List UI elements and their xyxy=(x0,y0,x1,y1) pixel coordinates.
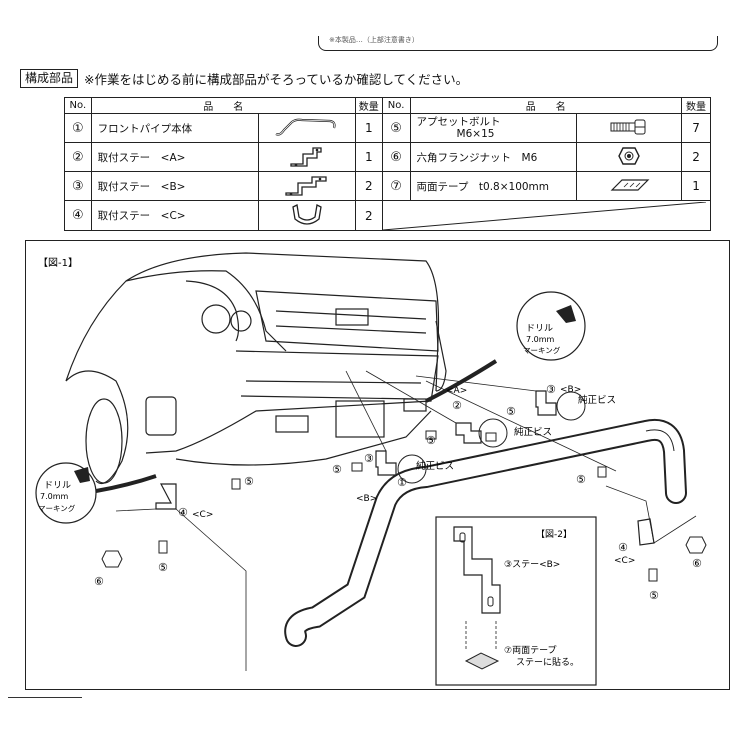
label-c-left: <C> xyxy=(192,510,213,520)
callout-5-b: ⑤ xyxy=(426,434,436,447)
row-name: フロントパイプ本体 xyxy=(90,113,259,143)
row-no: ⑤ xyxy=(381,113,411,143)
row-name: 取付ステー <A> xyxy=(90,142,259,172)
leader-lines xyxy=(115,370,697,671)
stay-b-icon xyxy=(257,171,356,201)
genuine-screw-1: 純正ビス xyxy=(578,394,616,406)
drill-text-left: ドリル xyxy=(44,481,71,491)
col-no-2: No. xyxy=(381,97,411,114)
callout-2: ② xyxy=(452,399,462,412)
callout-1: ① xyxy=(397,476,407,489)
stay-c-icon xyxy=(257,200,356,231)
row-no: ⑦ xyxy=(381,171,411,201)
drill-mark-left: マーキング xyxy=(38,503,76,513)
row-name: 取付ステー <C> xyxy=(90,200,259,231)
car-rear-outline xyxy=(65,252,447,485)
row-qty: 1 xyxy=(681,171,711,201)
figure-2-tape-label-1: ⑦両面テープ xyxy=(504,645,557,656)
label-c-right: <C> xyxy=(614,556,635,566)
empty-cell xyxy=(381,200,712,231)
row-name: 六角フランジナット M6 xyxy=(409,142,578,172)
callout-5-f: ⑤ xyxy=(576,473,586,486)
drill-callout-right: ドリル 7.0mm マーキング xyxy=(425,291,586,403)
fasteners-drawing xyxy=(101,391,707,582)
parts-table: No. 品 名 数量 No. 品 名 数量 ① フロントパイプ本体 1 ⑤ アプ… xyxy=(64,97,712,231)
callout-5-d: ⑤ xyxy=(244,475,254,488)
callout-5-c: ⑤ xyxy=(332,463,342,476)
row-name: 取付ステー <B> xyxy=(90,171,259,201)
bolt-icon xyxy=(576,113,683,143)
row-no: ⑥ xyxy=(381,142,411,172)
label-a: <A> xyxy=(446,386,467,396)
figure-1-box: 【図-1】 ドリル 7.0mm マーキング ドリル 7.0mm マーキング xyxy=(25,240,730,690)
drill-text-right: ドリル xyxy=(526,324,553,334)
table-row: ① フロントパイプ本体 1 ⑤ アプセットボルト M6×15 7 xyxy=(64,113,711,143)
table-row: ④ 取付ステー <C> 2 xyxy=(64,200,712,231)
figure-1-label: 【図-1】 xyxy=(38,257,78,269)
row-name-line1: アプセットボルト xyxy=(416,116,501,128)
figure-2-box: 【図-2】 ③ステー<B> ⑦両面テープ ステーに貼る。 xyxy=(435,516,597,686)
figure-2-stay-label: ③ステー<B> xyxy=(504,559,560,570)
tape-icon xyxy=(576,171,683,201)
top-note-strip: ※本製品…（上部注意書き） xyxy=(318,36,718,51)
nut-icon xyxy=(576,142,683,172)
drill-size-left: 7.0mm xyxy=(40,492,69,501)
callout-6-left: ⑥ xyxy=(94,575,104,588)
stays-drawing xyxy=(155,390,655,546)
front-pipe-icon xyxy=(257,113,356,143)
label-b-left: <B> xyxy=(356,494,377,504)
row-qty: 2 xyxy=(354,171,383,201)
callout-5-e: ⑤ xyxy=(158,561,168,574)
callout-4-left: ④ xyxy=(178,506,188,519)
table-row: ② 取付ステー <A> 1 ⑥ 六角フランジナット M6 2 xyxy=(64,142,711,172)
callout-5-a: ⑤ xyxy=(506,405,516,418)
parts-header: 構成部品 ※作業をはじめる前に構成部品がそろっているか確認してください。 xyxy=(20,68,468,88)
drill-mark-right: マーキング xyxy=(523,345,561,355)
drill-size-right: 7.0mm xyxy=(526,335,555,344)
label-b-right: <B> xyxy=(560,385,581,395)
figure-2-label: 【図-2】 xyxy=(536,529,572,540)
callout-3-b-right: ③ xyxy=(546,383,556,396)
row-qty: 1 xyxy=(354,142,383,172)
col-name: 品 名 xyxy=(90,97,356,114)
col-name-2: 品 名 xyxy=(409,97,683,114)
row-qty: 7 xyxy=(681,113,711,143)
table-header-row: No. 品 名 数量 No. 品 名 数量 xyxy=(64,97,711,114)
genuine-screw-2: 純正ビス xyxy=(514,426,552,438)
row-no: ④ xyxy=(64,200,92,231)
row-no: ① xyxy=(64,113,92,143)
row-qty: 2 xyxy=(354,200,383,231)
row-name-line2: M6×15 xyxy=(456,128,495,140)
row-qty: 1 xyxy=(354,113,383,143)
row-no: ③ xyxy=(64,171,92,201)
row-no: ② xyxy=(64,142,92,172)
row-name: アプセットボルト M6×15 xyxy=(409,113,578,143)
table-row: ③ 取付ステー <B> 2 ⑦ 両面テープ t0.8×100mm 1 xyxy=(64,171,711,201)
stay-a-icon xyxy=(257,142,356,172)
callout-4-right: ④ xyxy=(618,541,628,554)
col-qty-2: 数量 xyxy=(681,97,711,114)
figure-1-illustration: 【図-1】 ドリル 7.0mm マーキング ドリル 7.0mm マーキング xyxy=(35,252,707,686)
figure-2-tape-label-2: ステーに貼る。 xyxy=(516,656,579,668)
col-no: No. xyxy=(64,97,92,114)
top-note-text: ※本製品…（上部注意書き） xyxy=(329,36,419,44)
callout-6-right: ⑥ xyxy=(692,557,702,570)
front-pipe-drawing xyxy=(284,419,687,647)
genuine-screw-3: 純正ビス xyxy=(416,460,454,472)
footer-rule xyxy=(8,697,82,698)
drill-callout-left: ドリル 7.0mm マーキング xyxy=(35,462,157,524)
callout-3-b-left: ③ xyxy=(364,452,374,465)
row-name: 両面テープ t0.8×100mm xyxy=(409,171,578,201)
callout-5-g: ⑤ xyxy=(649,589,659,602)
col-qty: 数量 xyxy=(354,97,383,114)
parts-intro: ※作業をはじめる前に構成部品がそろっているか確認してください。 xyxy=(84,71,469,87)
parts-badge: 構成部品 xyxy=(20,68,79,88)
row-qty: 2 xyxy=(681,142,711,172)
